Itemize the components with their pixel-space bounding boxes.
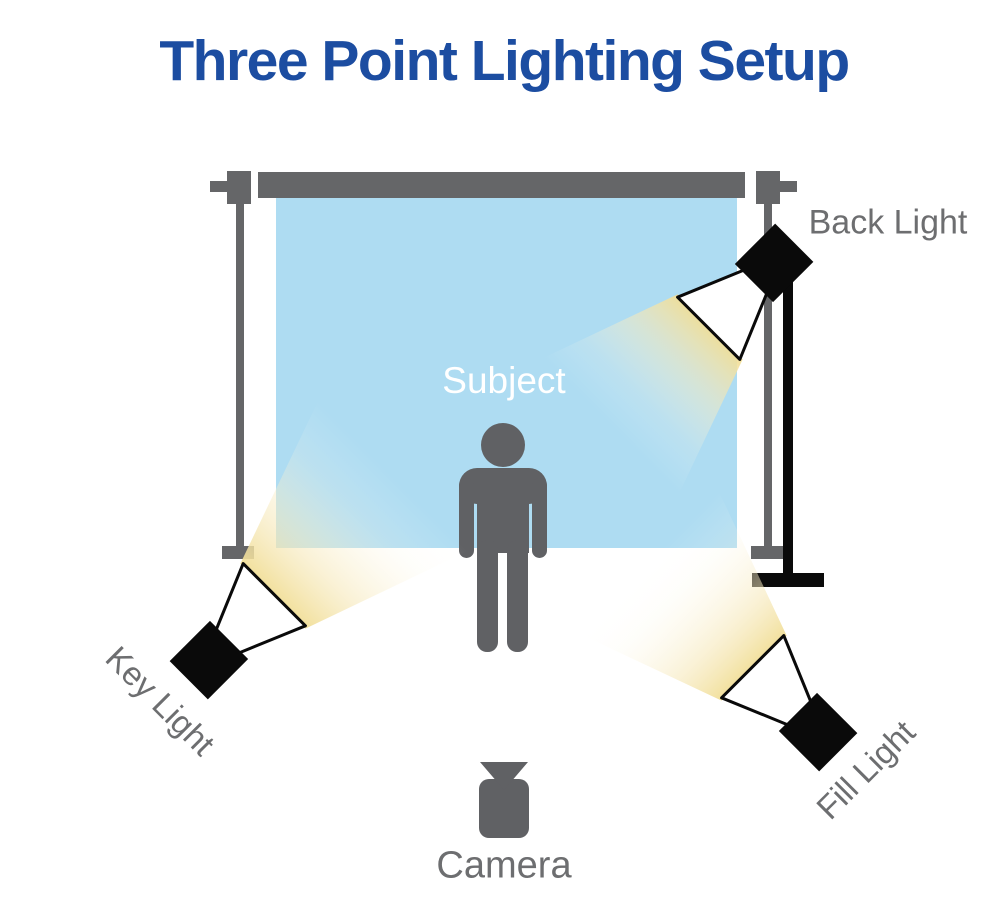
backdrop-crossbar bbox=[258, 172, 745, 198]
backdrop-left-joint bbox=[227, 171, 251, 204]
backdrop-right-joint bbox=[756, 171, 780, 204]
person-icon bbox=[459, 423, 547, 652]
backdrop-left-pole bbox=[236, 203, 244, 550]
fill-light-icon bbox=[577, 491, 858, 772]
back-light-body bbox=[734, 223, 814, 303]
backdrop-stand-icon bbox=[210, 171, 797, 559]
key-light-beam bbox=[240, 400, 469, 629]
video-camera-icon bbox=[479, 762, 529, 838]
person-head bbox=[481, 423, 525, 467]
back-light-foot bbox=[752, 573, 824, 587]
backdrop-left-stub bbox=[210, 181, 228, 192]
person-right-arm bbox=[532, 478, 547, 558]
back-light-stand bbox=[752, 268, 824, 587]
key-light-icon bbox=[169, 400, 469, 700]
fill-light-body bbox=[778, 692, 858, 772]
subject-label: Subject bbox=[442, 360, 566, 401]
back-light-beam bbox=[543, 294, 743, 494]
back-light-icon bbox=[543, 223, 814, 494]
page-title: Three Point Lighting Setup bbox=[159, 29, 850, 93]
back-light-label: Back Light bbox=[808, 203, 968, 242]
camera-lens bbox=[480, 762, 528, 790]
person-right-leg bbox=[507, 540, 528, 652]
camera-body bbox=[479, 779, 529, 838]
camera-label: Camera bbox=[436, 844, 572, 887]
backdrop-right-stub bbox=[779, 181, 797, 192]
fill-light-beam bbox=[577, 491, 787, 701]
person-left-arm bbox=[459, 478, 474, 558]
back-light-pole bbox=[783, 268, 793, 576]
backdrop-right-foot bbox=[751, 546, 783, 559]
key-light-body bbox=[169, 620, 249, 700]
person-left-leg bbox=[477, 540, 498, 652]
backdrop-right-pole bbox=[764, 203, 772, 550]
